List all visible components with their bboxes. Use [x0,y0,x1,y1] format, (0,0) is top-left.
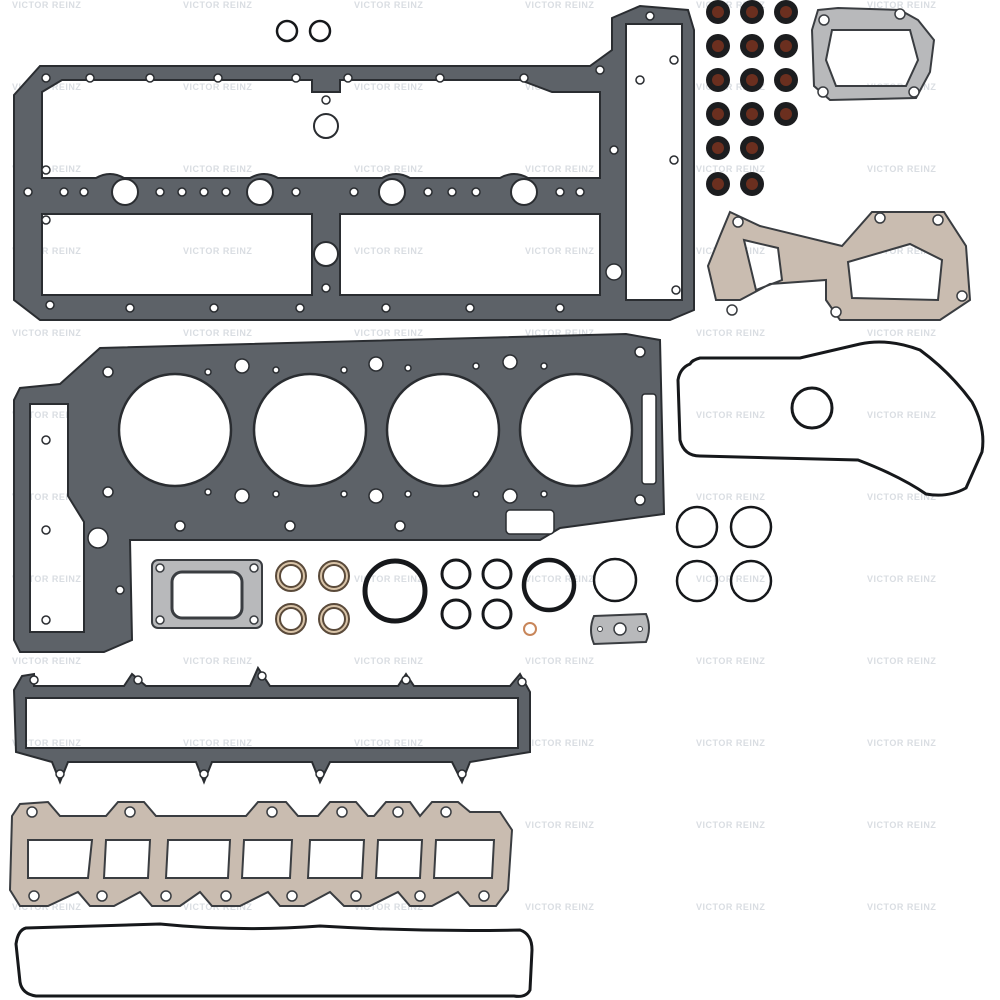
watermark-text: VICTOR REINZ [525,738,594,748]
watermark-text: VICTOR REINZ [696,0,765,10]
timing-cover-seal [676,340,985,497]
watermark-text: VICTOR REINZ [525,164,594,174]
valve-stem-seals [706,0,798,196]
valve-stem-seal-core [712,40,724,52]
valve-stem-seal-core [712,178,724,190]
watermark-text: VICTOR REINZ [354,328,423,338]
injector-seals [275,560,350,635]
watermark-text: VICTOR REINZ [525,574,594,584]
watermark-text: VICTOR REINZ [525,656,594,666]
valve-stem-seal-core [746,142,758,154]
valve-stem-seal-core [780,74,792,86]
valve-stem-seal-core [746,108,758,120]
watermark-text: VICTOR REINZ [354,902,423,912]
watermark-text: VICTOR REINZ [183,246,252,256]
valve-stem-seal-core [780,108,792,120]
watermark-text: VICTOR REINZ [525,820,594,830]
watermark-text: VICTOR REINZ [696,902,765,912]
valve-stem-seal-core [746,6,758,18]
turbo-flange-gasket [151,559,263,629]
watermark-text: VICTOR REINZ [867,820,936,830]
watermark-text: VICTOR REINZ [183,0,252,10]
watermark-text: VICTOR REINZ [867,328,936,338]
watermark-text: VICTOR REINZ [183,164,252,174]
valve-stem-seal-core [712,6,724,18]
egr-gasket [810,6,936,102]
valve-stem-seal-core [780,40,792,52]
watermark-text: VICTOR REINZ [696,410,765,420]
watermark-text: VICTOR REINZ [696,656,765,666]
cylinder-head-gasket [13,332,666,653]
valve-stem-seal-core [712,142,724,154]
watermark-text: VICTOR REINZ [867,656,936,666]
watermark-text: VICTOR REINZ [12,246,81,256]
watermark-text: VICTOR REINZ [867,410,936,420]
watermark-text: VICTOR REINZ [183,738,252,748]
watermark-text: VICTOR REINZ [12,738,81,748]
watermark-text: VICTOR REINZ [867,0,936,10]
watermark-text: VICTOR REINZ [867,246,936,256]
watermark-text: VICTOR REINZ [867,902,936,912]
watermark-text: VICTOR REINZ [525,0,594,10]
watermark-text: VICTOR REINZ [183,328,252,338]
watermark-text: VICTOR REINZ [696,738,765,748]
watermark-text: VICTOR REINZ [354,656,423,666]
o-rings [362,505,773,630]
valve-stem-seal-core [712,108,724,120]
watermark-text: VICTOR REINZ [696,492,765,502]
valve-stem-seal-core [780,6,792,18]
watermark-text: VICTOR REINZ [183,82,252,92]
valve-stem-seal-core [746,74,758,86]
watermark-text: VICTOR REINZ [525,328,594,338]
o-rings-small-pair [275,19,332,43]
exhaust-manifold-gasket [8,800,514,907]
watermark-text: VICTOR REINZ [12,328,81,338]
watermark-text: VICTOR REINZ [12,410,81,420]
watermark-text: VICTOR REINZ [354,82,423,92]
watermark-text: VICTOR REINZ [525,902,594,912]
watermark-text: VICTOR REINZ [696,82,765,92]
watermark-text: VICTOR REINZ [696,164,765,174]
watermark-text: VICTOR REINZ [867,164,936,174]
watermark-text: VICTOR REINZ [12,656,81,666]
valve-stem-seal-core [746,178,758,190]
watermark-text: VICTOR REINZ [867,574,936,584]
watermark-text: VICTOR REINZ [354,246,423,256]
copper-washer [523,622,537,636]
small-flange-gasket [590,612,650,646]
watermark-text: VICTOR REINZ [867,738,936,748]
valve-stem-seal-core [746,40,758,52]
watermark-text: VICTOR REINZ [696,328,765,338]
valve-cover-gasket [13,4,695,321]
watermark-text: VICTOR REINZ [354,574,423,584]
fiber-gasket-right [706,210,972,321]
watermark-text: VICTOR REINZ [525,246,594,256]
rubber-seal-bottom [14,922,534,998]
watermark-text: VICTOR REINZ [12,0,81,10]
watermark-text: VICTOR REINZ [183,656,252,666]
watermark-text: VICTOR REINZ [696,820,765,830]
intake-manifold-gasket [12,665,531,785]
watermark-text: VICTOR REINZ [867,492,936,502]
watermark-text: VICTOR REINZ [12,574,81,584]
watermark-text: VICTOR REINZ [354,738,423,748]
valve-stem-seal-core [712,74,724,86]
watermark-text: VICTOR REINZ [354,164,423,174]
watermark-text: VICTOR REINZ [12,492,81,502]
watermark-text: VICTOR REINZ [354,0,423,10]
